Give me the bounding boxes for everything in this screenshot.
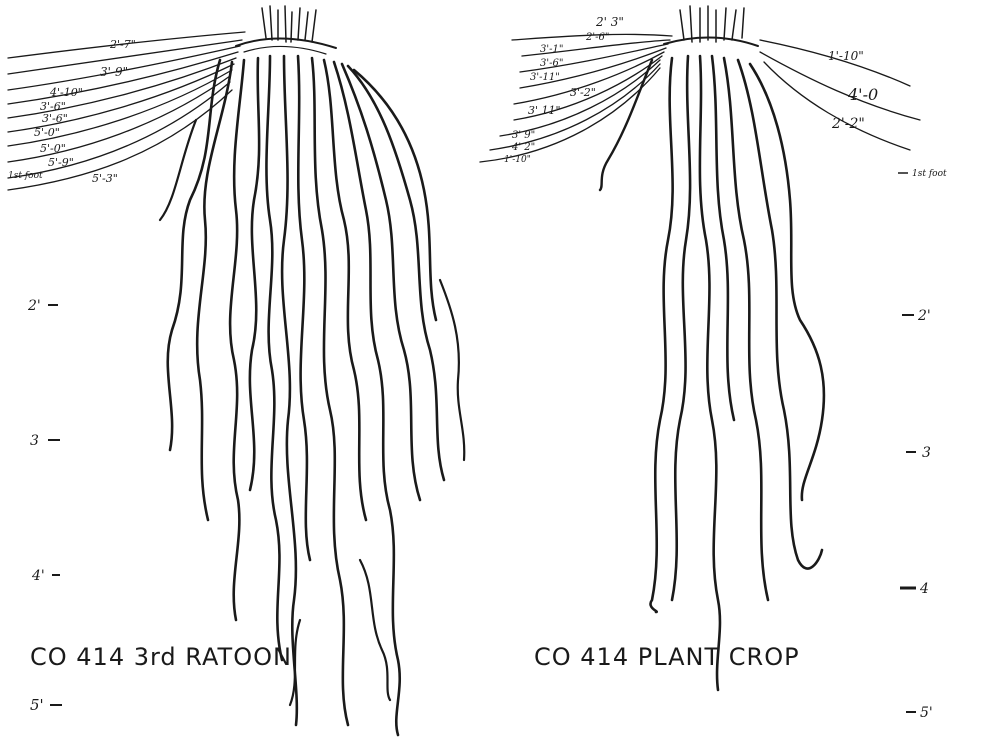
depth-mark: 5' <box>30 696 44 714</box>
ratoon-root-system: 2'-7" 3'-9" 4'-10" 3'-6" 3'-6" 5'-0" 5'-… <box>8 6 464 735</box>
lateral-label: 4'-10" <box>49 86 83 99</box>
lateral-label: 3'-1" <box>540 44 563 55</box>
lateral-label: 3'-2" <box>570 86 596 99</box>
lateral-label: 1'-10" <box>828 49 864 63</box>
plant-crop-depth-scale: 2' 3 4 5' <box>900 308 933 721</box>
lateral-label: 3'-6" <box>540 58 563 69</box>
depth-mark: 2' <box>917 308 931 324</box>
plant-crop-caption: CO 414 PLANT CROP <box>534 643 800 671</box>
lateral-label: 2'-6" <box>585 32 609 43</box>
lateral-label: 2' 3" <box>595 15 624 29</box>
depth-mark: 3 <box>922 445 931 461</box>
plant-crop-lateral-labels: 2' 3" 2'-6" 3'-1" 3'-6" 3'-11" 3'-2" 3' … <box>504 15 947 179</box>
lateral-label: 2'-7" <box>109 38 136 51</box>
depth-mark: 2' <box>27 298 41 314</box>
lateral-label: 4'-0 <box>847 85 878 104</box>
depth-mark: 4' <box>31 568 45 584</box>
ratoon-vertical-roots <box>160 56 464 735</box>
lateral-label: 5'-0" <box>34 126 60 139</box>
plant-crop-stool <box>664 6 758 46</box>
lateral-label: 5'-9" <box>48 156 74 169</box>
lateral-label: 3'-6" <box>42 112 68 125</box>
depth-mark: 4 <box>919 581 929 597</box>
ratoon-stool <box>236 6 336 54</box>
lateral-label: 3' 9" <box>512 130 535 141</box>
ratoon-caption: CO 414 3rd RATOON <box>30 643 292 671</box>
lateral-label: 3'-9" <box>100 65 128 79</box>
lateral-label: 3'-11" <box>530 72 560 83</box>
lateral-label: 3' 11" <box>528 104 561 117</box>
plant-crop-root-system: 2' 3" 2'-6" 3'-1" 3'-6" 3'-11" 3'-2" 3' … <box>480 6 947 721</box>
plant-crop-vertical-roots <box>600 56 824 690</box>
depth-mark: 5' <box>920 705 933 721</box>
first-foot-note: 1st foot <box>8 171 43 181</box>
lateral-label: 5'-0" <box>40 142 66 155</box>
lateral-label: 4' 2" <box>511 142 535 153</box>
lateral-label: 2'-2" <box>831 116 865 132</box>
depth-mark: 3 <box>30 433 39 449</box>
first-foot-note: 1st foot <box>912 169 947 179</box>
lateral-label: 5'-3" <box>92 172 118 185</box>
lateral-label: 1'-10" <box>504 155 531 165</box>
